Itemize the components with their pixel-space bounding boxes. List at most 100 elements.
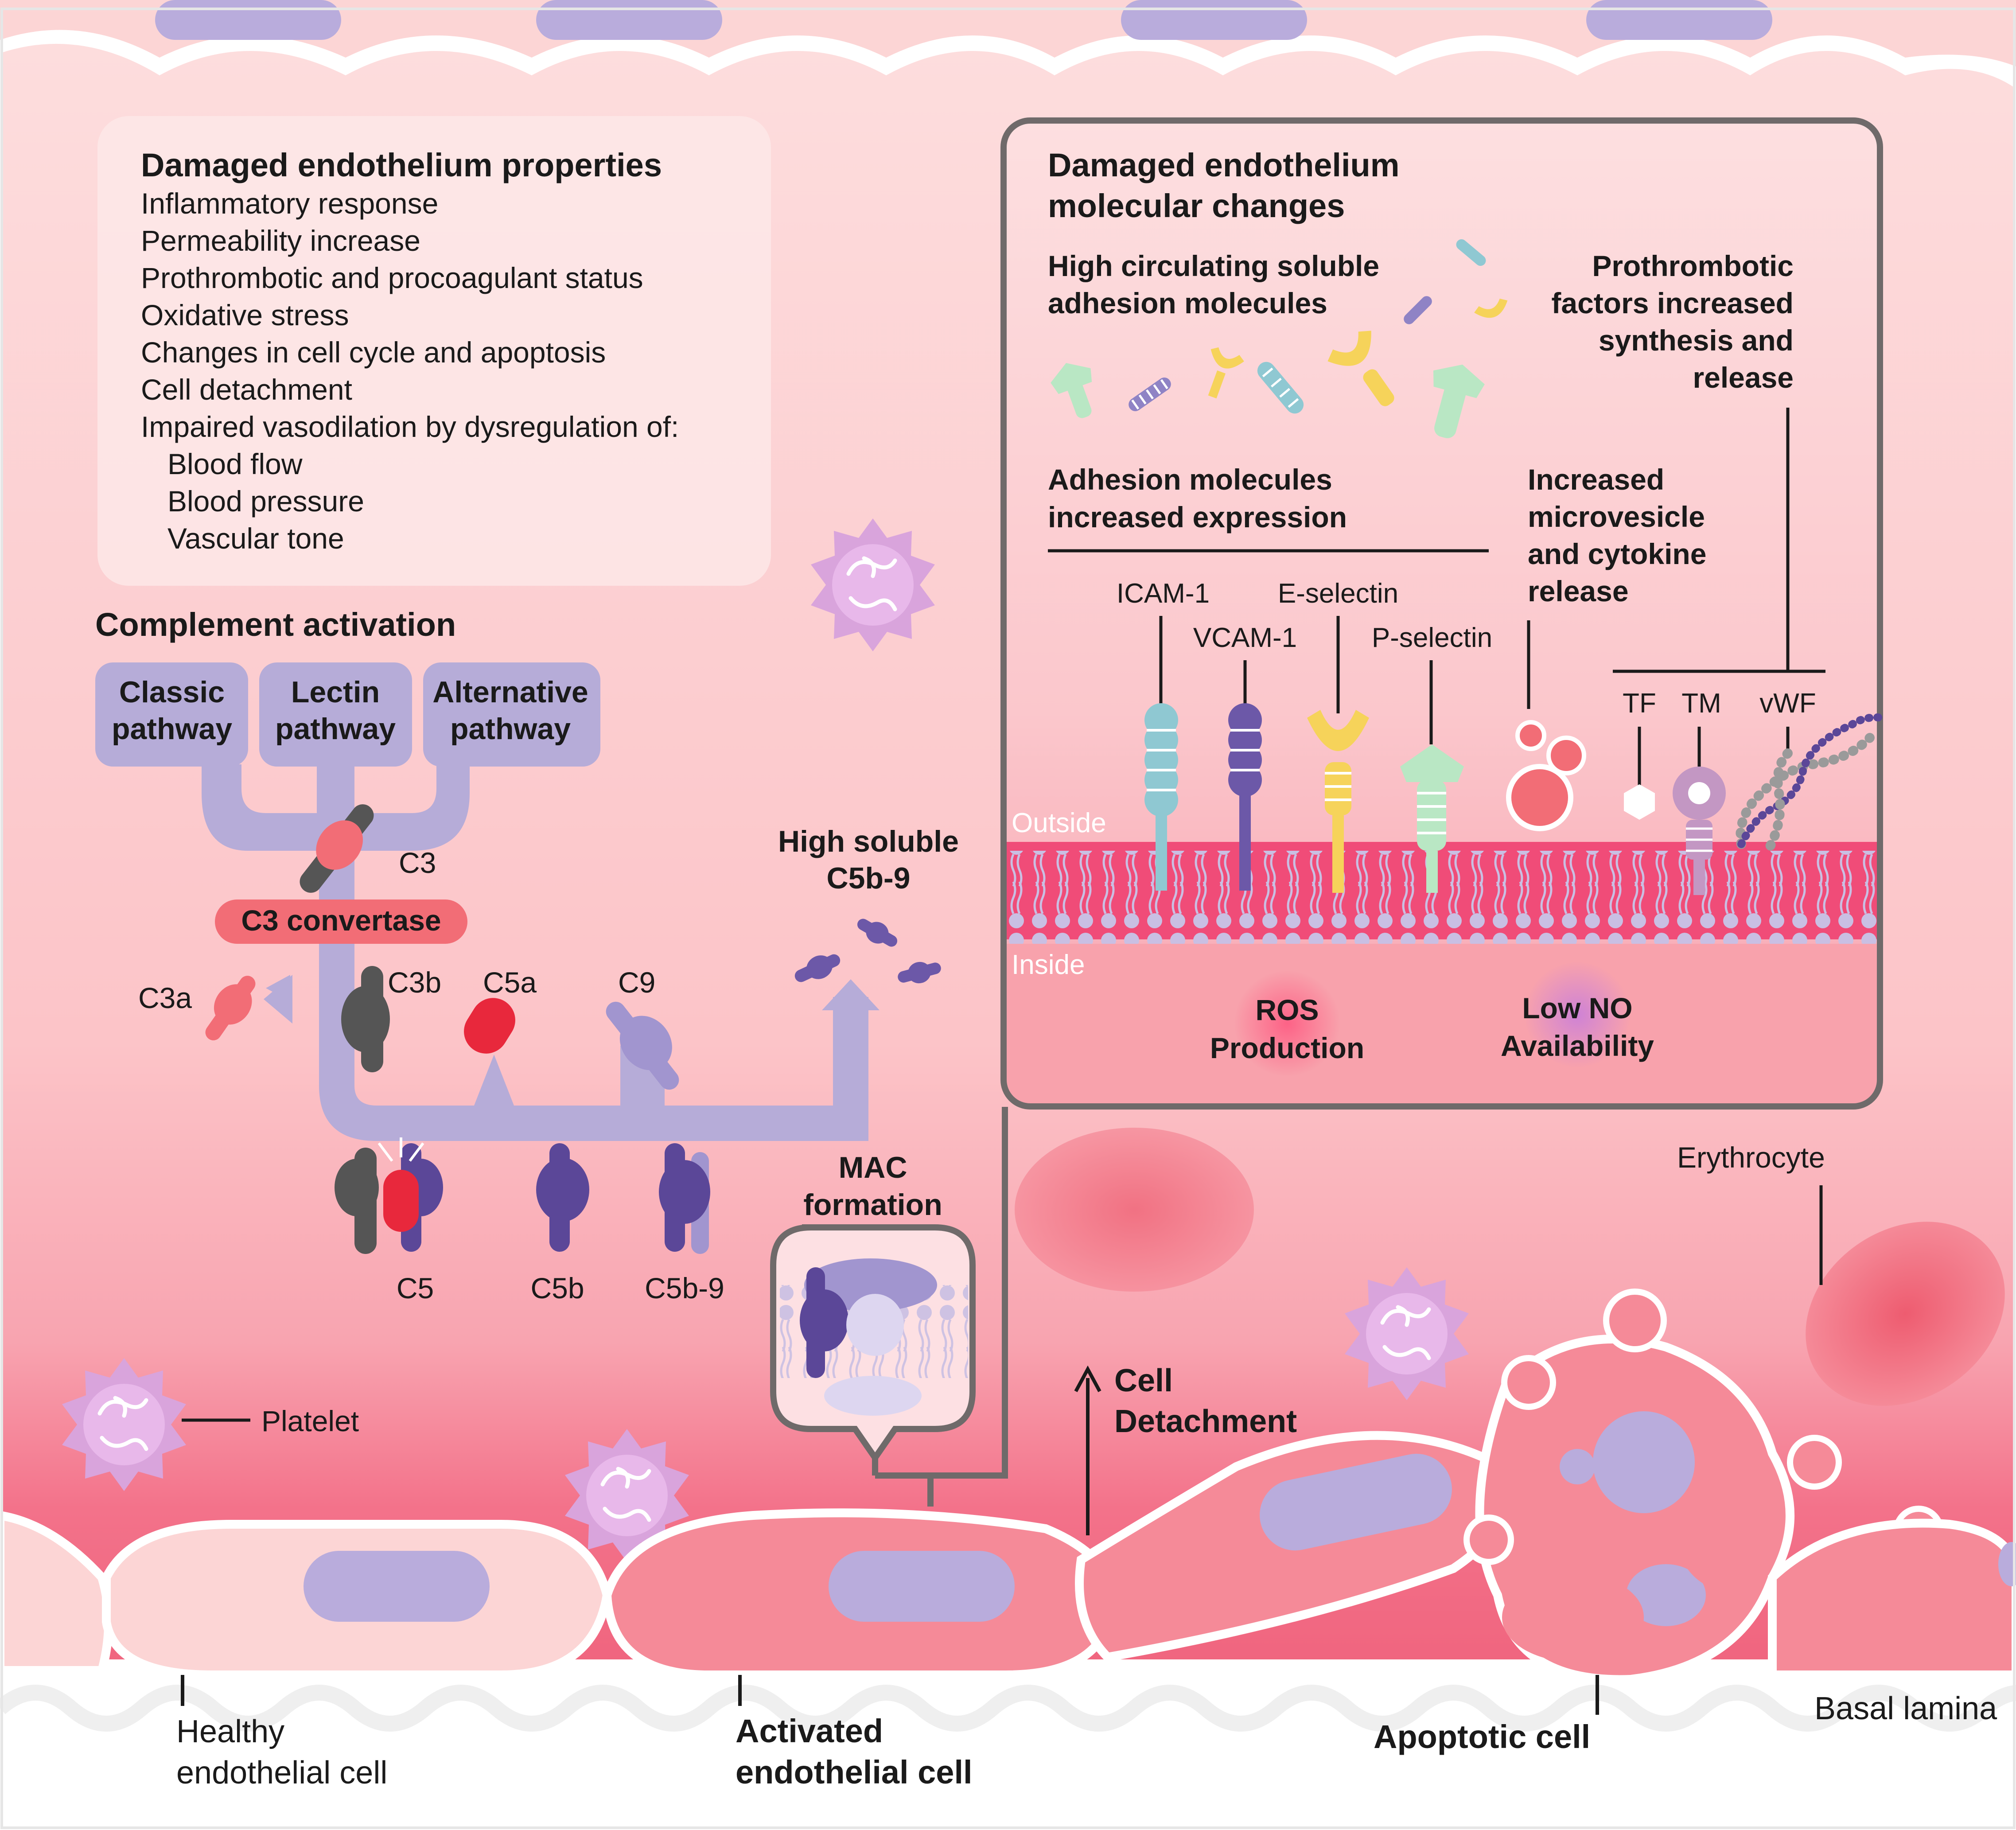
tm-molecule [1673,767,1726,895]
activated-label-line1: Activated [736,1713,883,1749]
icam-receptor [1144,703,1178,891]
tf-molecule [1624,784,1655,820]
property-item: Inflammatory response [141,187,438,220]
lipid-bilayer [1004,851,1880,944]
c3-molecule [300,804,374,893]
activated-label-line2: endothelial cell [736,1754,973,1791]
microvesicles [1506,720,1586,831]
no-line1: Low NO [1522,992,1632,1024]
complement-tube [202,764,868,1141]
molecular-title-line1: Damaged endothelium [1048,147,1400,183]
classic-pathway-line1: Classic [119,675,225,709]
microvesicle-line: and cytokine [1528,537,1706,570]
property-subitem: Vascular tone [167,522,344,555]
classic-pathway-box [95,662,248,767]
prothrombotic-line: synthesis and [1599,324,1794,357]
adhesion-expression-line2: increased expression [1048,501,1347,533]
property-subitem: Blood pressure [167,485,364,518]
molecular-changes-panel: Damaged endothelium molecular changes Hi… [1000,117,1887,1110]
e-selectin-label: E-selectin [1278,578,1398,609]
c3-convertase-label: C3 convertase [241,904,441,937]
prothrombotic-line: release [1693,361,1794,394]
p-selectin-label: P-selectin [1372,623,1492,653]
vcam-receptor [1228,703,1262,891]
c5b9-label: C5b-9 [645,1272,724,1304]
apoptotic-label: Apoptotic cell [1374,1718,1590,1755]
cell-detachment-arrow [1074,1365,1101,1535]
c5a-label: C5a [483,966,537,999]
c5-label: C5 [397,1272,434,1304]
basal-lamina-label: Basal lamina [1814,1691,1997,1726]
c9-molecule [606,1001,679,1090]
c5b-fragment [536,1143,589,1252]
prothrombotic-line: factors increased [1551,287,1794,319]
ros-line1: ROS [1255,993,1319,1026]
ros-line2: Production [1210,1032,1364,1064]
mac-line2: formation [803,1188,942,1222]
platelet-label: Platelet [261,1405,359,1437]
c3-label: C3 [399,846,436,879]
adhesion-expression-line1: Adhesion molecules [1048,463,1332,496]
complement-cascade: Complement activation Classic pathway Le… [95,606,1008,1507]
soluble-c5b9-line1: High soluble [778,825,959,858]
erythrocyte-label: Erythrocyte [1677,1141,1825,1174]
alternative-pathway-line1: Alternative [432,675,588,709]
vcam-label: VCAM-1 [1193,623,1297,653]
property-subitem: Blood flow [167,448,303,480]
erythrocyte-1 [1015,1128,1254,1292]
icam-label: ICAM-1 [1117,578,1210,609]
soluble-adhesion-line1: High circulating soluble [1048,249,1379,282]
tf-label: TF [1623,688,1656,719]
microvesicle-line: release [1528,575,1629,607]
properties-title: Damaged endothelium properties [141,147,662,183]
mac-inset [770,1224,976,1464]
complement-title: Complement activation [95,606,456,643]
lectin-pathway-line1: Lectin [291,675,380,709]
soluble-c5b9-line2: C5b-9 [827,861,911,895]
c5b9-complex [659,1143,710,1254]
outside-label: Outside [1012,808,1106,838]
bottom-endothelium [0,1289,2016,1830]
no-line2: Availability [1501,1029,1654,1062]
property-item: Impaired vasodilation by dysregulation o… [141,410,679,443]
property-item: Changes in cell cycle and apoptosis [141,336,606,369]
c5-complex [335,1137,443,1254]
soluble-molecules [1051,239,1508,438]
lectin-pathway-box [259,662,412,767]
properties-box: Damaged endothelium properties Inflammat… [97,116,771,586]
inside-label: Inside [1012,950,1085,980]
classic-pathway-line2: pathway [112,712,232,746]
alternative-pathway-box [423,662,600,767]
e-selectin-receptor [1307,710,1369,893]
vwf-label: vWF [1759,688,1816,719]
p-selectin-receptor [1400,744,1464,893]
c3a-fragment [205,976,256,1040]
property-item: Cell detachment [141,373,352,406]
property-item: Permeability increase [141,224,420,257]
c3a-label: C3a [138,981,192,1014]
vwf-chains [1736,713,1887,851]
property-item: Oxidative stress [141,299,349,331]
healthy-label-line2: endothelial cell [176,1755,387,1791]
microvesicle-line: Increased [1528,463,1664,496]
c3b-label: C3b [388,966,441,999]
c3-convertase-badge [215,899,467,944]
prothrombotic-line: Prothrombotic [1592,249,1794,282]
c9-label: C9 [618,966,655,999]
detachment-line1: Cell [1114,1363,1173,1398]
healthy-label-line1: Healthy [176,1714,284,1749]
soluble-adhesion-line2: adhesion molecules [1048,287,1327,319]
tm-label: TM [1681,688,1721,719]
erythrocyte-2 [1806,1222,2005,1406]
property-item: Prothrombotic and procoagulant status [141,261,643,294]
microvesicle-line: microvesicle [1528,500,1705,533]
soluble-c5b9-complexes [794,919,941,984]
mac-connector [875,1107,1008,1479]
mac-line1: MAC [839,1151,907,1184]
alternative-pathway-line2: pathway [450,712,571,746]
c3b-fragment [341,966,390,1072]
c5a-fragment [464,998,515,1054]
detachment-line2: Detachment [1114,1404,1297,1439]
